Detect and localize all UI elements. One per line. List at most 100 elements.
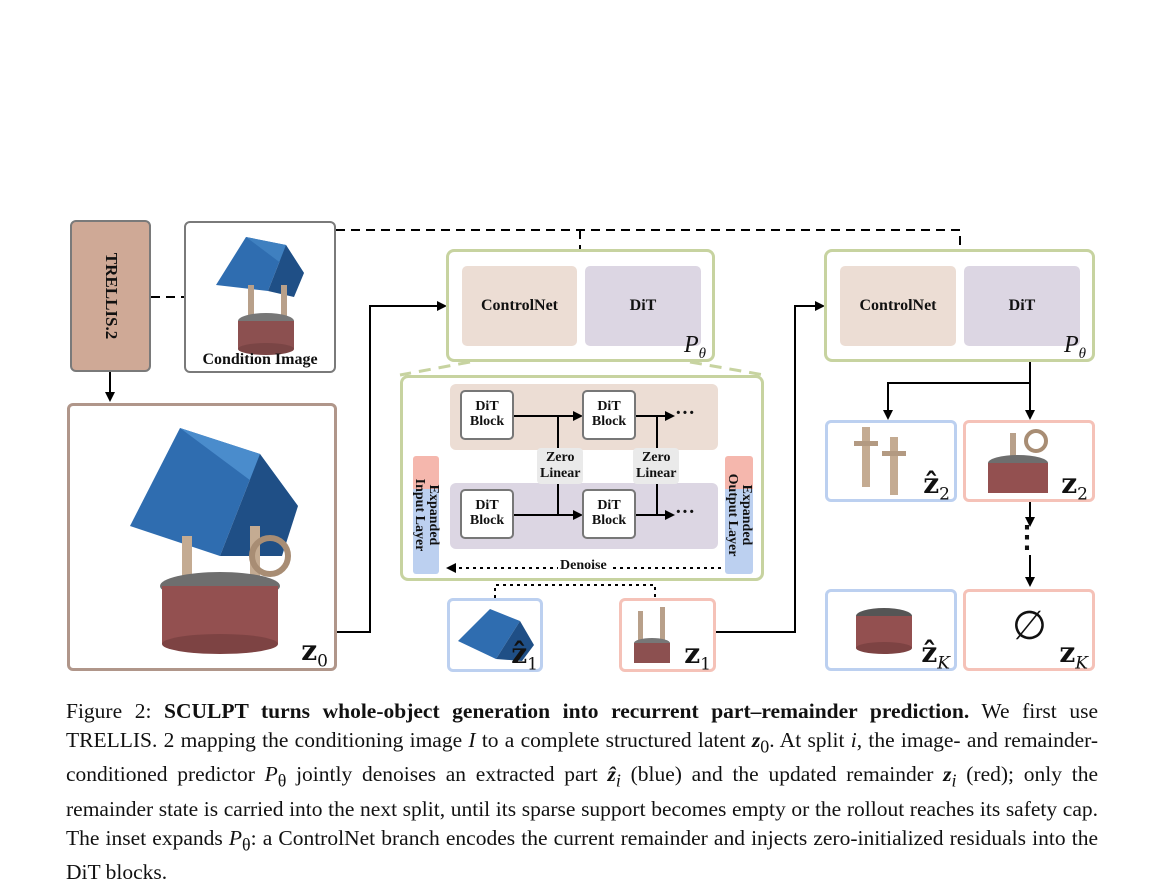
condition-image-label: Condition Image <box>202 351 318 368</box>
caption-math: i <box>850 727 857 752</box>
p-symbol: P <box>683 332 699 359</box>
caption-text: : a ControlNet branch encodes the curren… <box>66 825 1098 885</box>
zhatK-panel: ẑK <box>825 589 957 674</box>
z2-label: z2 <box>1061 467 1088 505</box>
p-theta-right: ControlNet DiT Pθ <box>824 249 1095 362</box>
zK-panel: ∅ zK <box>963 589 1095 674</box>
caption-text: We first use TRELLIS. 2 mapping the cond… <box>66 699 1098 752</box>
expanded-input-text: Expanded <box>426 484 441 546</box>
dit-block-text: Block <box>469 513 505 528</box>
figure-caption: Figure 2: SCULPT turns whole-object gene… <box>66 697 1098 887</box>
caption-text: (red); only the remainder state is carri… <box>66 762 1098 850</box>
ellipsis-top: ··· <box>675 402 696 424</box>
dit-block-text: Block <box>469 414 505 429</box>
denoise-label: Denoise <box>558 558 609 574</box>
drum-part-image <box>856 608 912 654</box>
p-subscript: θ <box>1078 346 1086 362</box>
caption-text: to a complete structured latent <box>475 727 752 752</box>
z0-subscript: 0 <box>317 652 328 672</box>
z2-subscript: 2 <box>1077 485 1088 505</box>
z2-symbol: z <box>1061 467 1078 501</box>
z0-symbol: z <box>301 634 318 668</box>
z0-panel: z0 <box>67 403 337 672</box>
zero-linear-text: Zero <box>641 450 671 465</box>
caption-math: P <box>228 825 243 850</box>
expanded-output-text: Expanded <box>739 484 754 546</box>
zero-linear-text: Zero <box>545 450 575 465</box>
figure-label: Figure 2: <box>66 699 165 723</box>
dit-block-text: Block <box>591 513 627 528</box>
zhat1-panel: ẑ1 <box>447 598 543 675</box>
dit-block-text: DiT <box>597 498 621 514</box>
well-thumbnail-image <box>216 237 304 355</box>
trellis-block: TRELLIS.2 <box>70 220 151 372</box>
caption-math: i <box>615 770 621 791</box>
z0-label: z0 <box>301 634 328 672</box>
caption-math: i <box>951 770 957 791</box>
caption-text: . At split <box>769 727 851 752</box>
zero-linear-text: Linear <box>540 466 581 482</box>
trellis-label: TRELLIS.2 <box>101 252 121 340</box>
p-subscript: θ <box>698 346 706 362</box>
p-theta-top-label: Pθ <box>684 332 706 363</box>
caption-math: 0 <box>760 735 770 756</box>
dit-block-text: DiT <box>475 498 499 514</box>
p-theta-right-label: Pθ <box>1064 332 1086 363</box>
controlnet-block-right: ControlNet <box>840 266 956 346</box>
dit-block-text: DiT <box>597 399 621 415</box>
caption-math: ẑ <box>607 762 616 787</box>
zhatK-subscript: K <box>937 654 950 674</box>
p-theta-top: ControlNet DiT Pθ <box>446 249 715 362</box>
zhat2-label: ẑ2 <box>923 467 950 505</box>
caption-math: z <box>943 762 952 787</box>
zhat2-panel: ẑ2 <box>825 420 957 505</box>
continuation-dots: ⋮ <box>1012 521 1044 554</box>
zK-symbol: z <box>1059 636 1076 670</box>
zhat1-label: ẑ1 <box>511 637 538 675</box>
empty-set-symbol: ∅ <box>1012 603 1047 648</box>
caption-math: I <box>468 727 476 752</box>
zK-label: zK <box>1059 636 1088 674</box>
zhat2-subscript: 2 <box>939 485 950 505</box>
well-base-image <box>988 429 1048 493</box>
well-remainder-image <box>634 607 670 663</box>
posts-part-image <box>854 427 906 495</box>
controlnet-block-top: ControlNet <box>462 266 577 346</box>
zhatK-symbol: ẑ <box>921 636 938 670</box>
zhatK-label: ẑK <box>921 636 950 674</box>
caption-math: θ <box>277 770 287 791</box>
ellipsis-bottom: ··· <box>675 501 696 523</box>
z1-label: z1 <box>684 637 711 675</box>
z1-panel: z1 <box>619 598 716 675</box>
caption-math: z <box>751 727 761 752</box>
caption-math: θ <box>242 833 251 854</box>
expanded-output-text: Output Layer <box>725 473 740 557</box>
dit-block-text: DiT <box>475 399 499 415</box>
caption-text: , the image- and remainder-conditioned p… <box>66 727 1098 787</box>
caption-text: jointly denoises an extracted part <box>286 762 608 787</box>
z1-subscript: 1 <box>700 655 711 675</box>
dit-block-right: DiT <box>964 266 1080 346</box>
caption-math: P <box>264 762 278 787</box>
zhat2-symbol: ẑ <box>923 467 940 501</box>
zero-linear-text: Linear <box>636 466 677 482</box>
dit-block-text: Block <box>591 414 627 429</box>
dit-block-top: DiT <box>585 266 701 346</box>
z1-symbol: z <box>684 637 701 671</box>
zhat1-symbol: ẑ <box>511 637 528 671</box>
zhat1-subscript: 1 <box>527 655 538 675</box>
expanded-input-text: Input Layer <box>412 478 427 552</box>
condition-image-panel: Condition Image <box>184 221 336 373</box>
roof-part-image <box>458 609 534 661</box>
